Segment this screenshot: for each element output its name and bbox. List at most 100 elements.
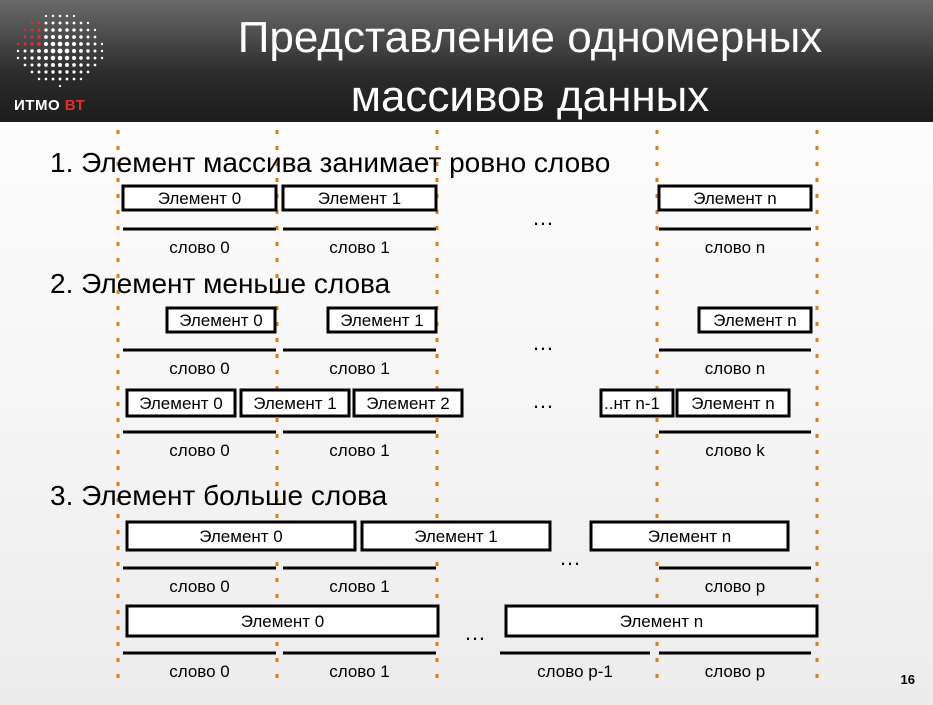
logo-dot — [65, 14, 69, 18]
elem-s3b-0-label: Элемент 0 — [241, 612, 325, 631]
logo-dot — [37, 49, 41, 53]
logo-dot — [57, 55, 63, 61]
elem-s2b-n1-box — [599, 388, 675, 418]
logo-dot — [37, 56, 41, 60]
logo-dot — [37, 77, 41, 81]
word-s3b-p-label: слово p — [705, 662, 766, 681]
word-s2a-n-label: слово n — [705, 359, 766, 378]
logo-dot — [79, 42, 83, 46]
elem-s1-1-box — [281, 184, 438, 212]
logo-dot — [50, 55, 56, 61]
logo-dot — [86, 56, 90, 60]
word-s1-1-label: слово 1 — [329, 238, 390, 257]
logo-dot — [71, 41, 77, 47]
logo-dot — [44, 28, 48, 32]
logo-dot — [23, 35, 27, 39]
itmo-logo-icon — [16, 14, 104, 88]
logo-dot — [79, 28, 83, 32]
logo-dot — [72, 14, 76, 18]
section-heading-3: 3. Элемент больше слова — [50, 480, 388, 511]
logo-dot — [86, 42, 90, 46]
logo-dot — [23, 42, 27, 46]
logo-dot — [30, 70, 34, 74]
word-s3b-0-label: слово 0 — [169, 662, 230, 681]
logo-dot — [86, 70, 90, 74]
word-s3a-0-label: слово 0 — [169, 577, 230, 596]
logo-dot — [58, 77, 62, 81]
logo-dot — [79, 70, 83, 74]
elem-s2b-0-box — [125, 388, 237, 418]
elem-s2a-n-box — [697, 306, 813, 334]
logo-dot — [79, 49, 83, 53]
logo-dot — [64, 55, 70, 61]
elem-s1-n-label: Элемент n — [693, 189, 777, 208]
logo-dot — [16, 49, 20, 53]
logo-dot — [58, 21, 62, 25]
logo-dot — [86, 63, 90, 67]
word-s1-0-label: слово 0 — [169, 238, 230, 257]
logo-dot — [93, 35, 97, 39]
logo-dot — [58, 70, 62, 74]
elem-s2a-n-label: Элемент n — [713, 311, 797, 330]
word-s3a-p-label: слово p — [705, 577, 766, 596]
logo-dot — [93, 49, 97, 53]
elem-s2a-1-label: Элемент 1 — [340, 311, 424, 330]
logo-dot — [23, 28, 27, 32]
ellipsis-s2a: … — [532, 330, 554, 355]
logo-dot — [65, 77, 69, 81]
section-heading-1: 1. Элемент массива занимает ровно слово — [50, 147, 610, 178]
logo-dot — [51, 28, 55, 32]
logo-dot — [44, 21, 48, 25]
elem-s2b-2-label: Элемент 2 — [366, 394, 450, 413]
logo-dot — [86, 28, 90, 32]
logo-dot — [30, 49, 34, 53]
logo-dot — [100, 42, 104, 46]
logo-dot — [58, 14, 62, 18]
logo-dot — [50, 48, 56, 54]
elem-s2b-2-box — [352, 388, 464, 418]
elem-s3a-n-label: Элемент n — [648, 527, 732, 546]
word-s2a-1-label: слово 1 — [329, 359, 390, 378]
elem-s3b-0-box — [125, 604, 440, 638]
elem-s2b-1-box — [239, 388, 351, 418]
logo-dot — [79, 21, 83, 25]
logo-dot — [79, 77, 83, 81]
logo-dot — [37, 21, 41, 25]
elem-s3a-n-box — [589, 520, 790, 552]
logo-dot — [58, 63, 62, 67]
logo-dot — [93, 42, 97, 46]
logo-dot — [44, 35, 48, 39]
ellipsis-s3a: … — [559, 545, 581, 570]
logo-dot — [30, 56, 34, 60]
elem-s3b-n-box — [504, 604, 819, 638]
word-s2b-1-label: слово 1 — [329, 441, 390, 460]
logo-dot — [64, 41, 70, 47]
logo-dot — [93, 56, 97, 60]
logo-dot — [93, 63, 97, 67]
logo-dot — [57, 34, 63, 40]
elem-s1-n-box — [657, 184, 813, 212]
logo-dot — [71, 55, 77, 61]
logo-dot — [23, 49, 27, 53]
logo-text-accent: ВТ — [64, 97, 86, 114]
logo-dot — [43, 55, 49, 61]
logo-dot — [100, 49, 104, 53]
elem-s2b-n-label: Элемент n — [691, 394, 775, 413]
logo-dot — [30, 63, 34, 67]
logo-dot — [100, 56, 104, 60]
elem-s3b-n-label: Элемент n — [620, 612, 704, 631]
logo-text-main: ИТМО — [14, 97, 61, 114]
logo-dot — [65, 21, 69, 25]
logo-dot — [37, 63, 41, 67]
logo-dot — [30, 28, 34, 32]
logo-dot — [43, 41, 49, 47]
word-s3b-p1-label: слово p-1 — [537, 662, 613, 681]
elem-s3a-1-box — [360, 520, 552, 552]
logo-dot — [23, 63, 27, 67]
logo-dot — [71, 48, 77, 54]
elem-s2b-0-label: Элемент 0 — [139, 394, 223, 413]
logo-dot — [64, 48, 70, 54]
logo-dot — [64, 34, 70, 40]
logo-dot — [86, 21, 90, 25]
